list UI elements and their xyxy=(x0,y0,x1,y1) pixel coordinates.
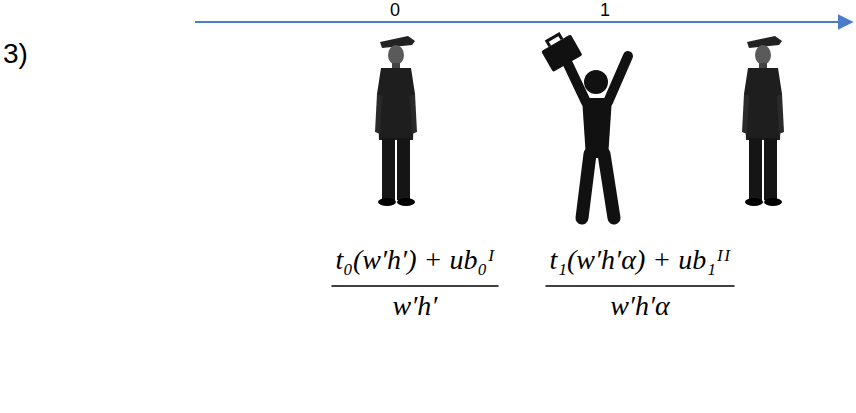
fraction-numerator: t₁(w′h′α) + ub₁ᴵᴵ xyxy=(549,244,730,276)
fraction-denominator: w′h′ xyxy=(393,290,438,322)
time-axis xyxy=(195,21,852,23)
standing-man xyxy=(742,36,784,206)
cheering-man xyxy=(538,29,628,218)
fraction-numerator: t₀(w′h′) + ub₀ᴵ xyxy=(335,244,494,276)
fraction-denominator: w′h′α xyxy=(610,290,670,322)
panel-number: 3) xyxy=(3,38,28,70)
time-tick-label: 0 xyxy=(390,0,400,21)
fraction-bar xyxy=(545,285,734,287)
time-tick-label: 1 xyxy=(600,0,610,21)
standing-man xyxy=(375,36,417,206)
fraction-bar xyxy=(331,285,498,287)
